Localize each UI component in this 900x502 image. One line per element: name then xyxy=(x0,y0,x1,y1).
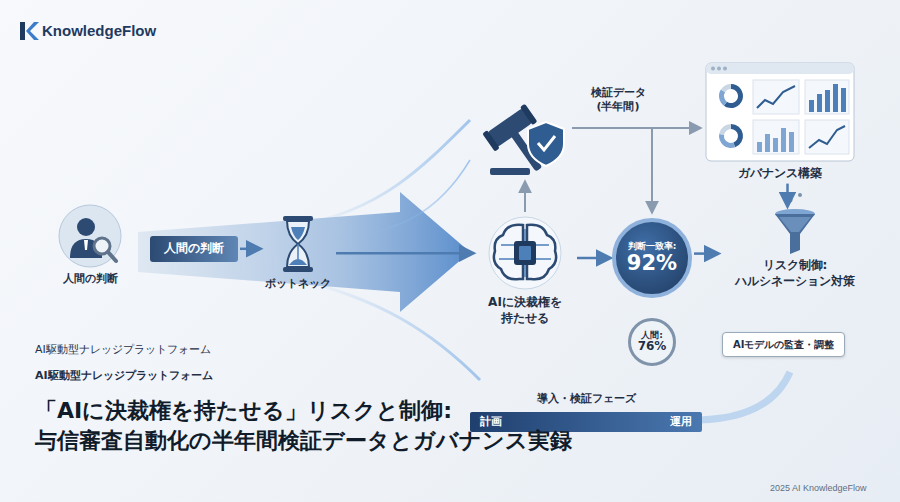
metric-label: 人間: xyxy=(641,330,663,340)
rate-circle: 判断一致率:92% xyxy=(612,218,692,298)
logo-mark xyxy=(20,22,39,40)
flow-connector xyxy=(336,252,473,255)
dot xyxy=(798,193,802,197)
gavel-base xyxy=(490,168,530,175)
node-label: リスク制御: ハルシネーション対策 xyxy=(720,258,870,289)
node-label: ボットネック xyxy=(262,277,334,291)
gavel-icon xyxy=(482,104,560,185)
flow-connector xyxy=(240,248,260,251)
flow-label: 検証データ (半年間) xyxy=(576,86,660,115)
flow-connector xyxy=(694,252,718,255)
shield-icon xyxy=(528,122,564,166)
flow-connector xyxy=(577,257,610,260)
metric-value: 92% xyxy=(627,251,677,275)
metric-label: 判断一致率: xyxy=(628,241,677,251)
ai-node: AIに決裁権を 持たせる xyxy=(475,215,575,326)
node-label: 人間の判断 xyxy=(164,241,224,257)
phase-heading: 導入・検証フェーズ xyxy=(470,392,702,406)
dashboard-node: ガバナンス構築 xyxy=(705,62,855,182)
bottleneck-node: ボットネック xyxy=(262,215,334,291)
phase-label: 運用 xyxy=(670,415,692,429)
human-circle: 人間:76% xyxy=(628,318,676,366)
flow-connector xyxy=(786,184,789,206)
metric-value: 76% xyxy=(638,340,667,354)
node-label: AIモデルの監査・調整 xyxy=(733,338,834,351)
swoosh xyxy=(300,120,470,225)
watermark: 2025 AI KnowledgeFlow xyxy=(770,483,867,495)
person-node: 人間の判断 xyxy=(52,204,128,286)
phase-label: 計画 xyxy=(480,415,502,429)
flow-line xyxy=(524,182,526,212)
subtitle: AI駆動型ナレッジプラットフォーム xyxy=(35,343,211,357)
title: 「AIに決裁権を持たせる」リスクと制御: 与信審査自動化の半年間検証データとガバ… xyxy=(35,396,655,456)
risk-node: リスク制御: ハルシネーション対策 xyxy=(720,208,870,289)
node-label: 人間の判断 xyxy=(52,272,128,286)
swoosh xyxy=(320,160,470,240)
arrow-band: 人間の判断 xyxy=(150,236,238,262)
flow-curve xyxy=(700,372,790,420)
dashboard-icon xyxy=(705,62,855,162)
hourglass-icon xyxy=(281,215,315,273)
swoosh xyxy=(300,280,480,380)
brand-name: KnowledgeFlow xyxy=(42,21,156,41)
node-label: AIに決裁権を 持たせる xyxy=(475,295,575,326)
flow-line xyxy=(572,127,700,129)
callout-box: AIモデルの監査・調整 xyxy=(722,332,845,357)
subtitle: AI駆動型ナレッジプラットフォーム xyxy=(35,369,213,383)
node-label: ガバナンス構築 xyxy=(705,166,855,182)
funnel-icon xyxy=(773,208,817,254)
person-icon xyxy=(58,204,122,268)
brain-icon xyxy=(485,215,565,291)
flow-line xyxy=(651,128,653,212)
